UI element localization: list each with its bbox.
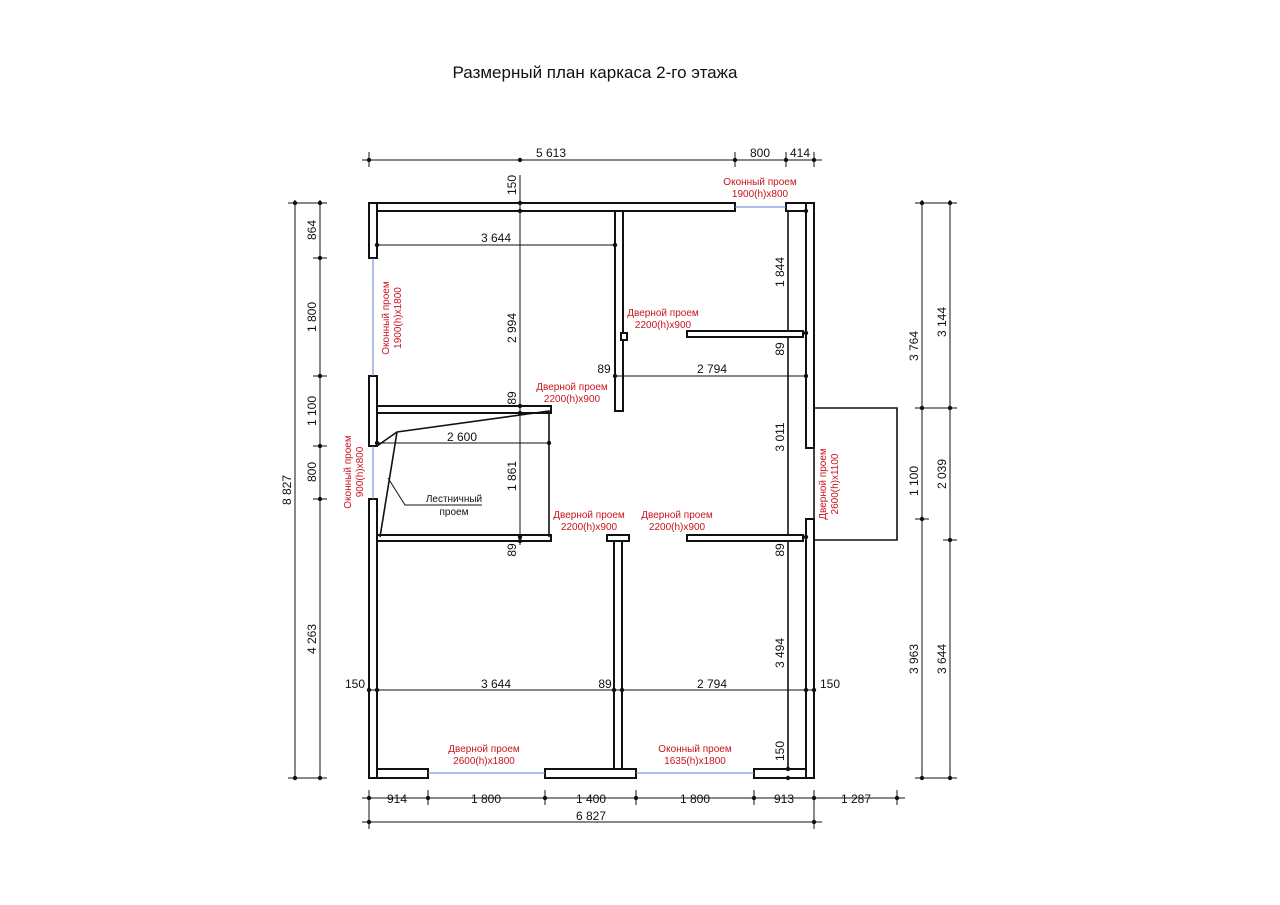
door-bottom-label-2: 2600(h)x1800	[453, 756, 515, 767]
door-d-label-1: Дверной проем	[641, 510, 713, 521]
left-wall-2	[368, 375, 378, 447]
dim-3644-top: 3 644	[481, 231, 511, 245]
dim-bottom-1800b: 1 800	[680, 792, 710, 806]
right-wall-lower	[805, 518, 815, 779]
dim-right-3144: 3 144	[935, 307, 949, 337]
door-d-label-2: 2200(h)x900	[649, 522, 706, 533]
dim-right-3764: 3 764	[907, 331, 921, 361]
plan-title: Размерный план каркаса 2-го этажа	[453, 63, 738, 82]
window-left-label-2: 1900(h)x1800	[393, 287, 404, 349]
dim-2600: 2 600	[447, 430, 477, 444]
dim-top-5613: 5 613	[536, 146, 566, 160]
left-wall-3	[368, 498, 378, 779]
stair-opening-outline	[376, 410, 550, 537]
dim-3494: 3 494	[773, 638, 787, 668]
window-bottom-label-1: Оконный проем	[658, 744, 732, 755]
window-bottom-label-2: 1635(h)x1800	[664, 756, 726, 767]
window-left2-label-1: Оконный проем	[343, 435, 354, 509]
dim-89-stair-bottom: 89	[505, 543, 519, 557]
dim-left-8827: 8 827	[280, 475, 294, 505]
top-wall-left	[368, 202, 736, 212]
stair-opening-diagonal	[379, 431, 398, 538]
door-ext-label-2: 2600(h)x1100	[830, 453, 841, 514]
dim-bottom-6827: 6 827	[576, 809, 606, 823]
door-b-label-1: Дверной проем	[536, 382, 608, 393]
dim-89-upper-right: 89	[773, 342, 787, 356]
dim-1861: 1 861	[505, 461, 519, 491]
dim-left-800: 800	[305, 462, 319, 482]
dim-bottom-913: 913	[774, 792, 794, 806]
door-c-label-1: Дверной проем	[553, 510, 625, 521]
dim-right-2039: 2 039	[935, 459, 949, 489]
dim-2994: 2 994	[505, 313, 519, 343]
dim-150-left: 150	[345, 677, 365, 691]
door-ext-label-1: Дверной проем	[818, 448, 829, 520]
partition-lower-right	[686, 534, 804, 542]
door-bottom-label-1: Дверной проем	[448, 744, 520, 755]
door-a-label-2: 2200(h)x900	[635, 320, 692, 331]
door-c-label-2: 2200(h)x900	[561, 522, 618, 533]
dim-2794-a: 2 794	[697, 362, 727, 376]
window-top-label-2: 1900(h)x800	[732, 189, 789, 200]
dim-150-bottom: 150	[773, 741, 787, 761]
dim-right-3644: 3 644	[935, 644, 949, 674]
dim-150-right: 150	[820, 677, 840, 691]
door-a-label-1: Дверной проем	[627, 308, 699, 319]
window-top-label-1: Оконный проем	[723, 177, 797, 188]
porch-outline	[814, 407, 898, 541]
dim-bottom-1800a: 1 800	[471, 792, 501, 806]
dim-89-horizontal-b: 89	[598, 677, 612, 691]
partition-upper-right	[686, 330, 804, 338]
dim-89-horizontal-a: 89	[597, 362, 611, 376]
dim-1844: 1 844	[773, 257, 787, 287]
dim-bottom-1287: 1 287	[841, 792, 871, 806]
left-wall-1	[368, 202, 378, 259]
dim-89-lower-right: 89	[773, 543, 787, 557]
dimension-dots	[292, 157, 953, 825]
right-wall-upper	[805, 202, 815, 449]
dim-left-1100: 1 100	[305, 396, 319, 426]
dim-left-1800: 1 800	[305, 302, 319, 332]
dim-2794-b: 2 794	[697, 677, 727, 691]
inner-wall-v-lower-cap	[606, 534, 630, 542]
dim-bottom-914: 914	[387, 792, 407, 806]
bottom-wall-2	[544, 768, 637, 779]
dim-top-414: 414	[790, 146, 810, 160]
door-b-label-2: 2200(h)x900	[544, 394, 601, 405]
dim-150-top: 150	[505, 175, 519, 195]
dim-89-stair-top: 89	[505, 391, 519, 405]
partition-stair-bottom	[376, 534, 552, 542]
dimension-labels: 5 613 800 414 150 3 644 2 994 1 844 89 8…	[280, 146, 949, 823]
window-left2-label-2: 900(h)x800	[355, 446, 366, 497]
partition-stair-top	[376, 405, 552, 414]
opening-labels: Оконный проем 1900(h)x800 Оконный проем …	[343, 177, 841, 767]
inner-wall-v-upper	[614, 210, 624, 412]
dim-3011: 3 011	[773, 422, 787, 451]
inner-wall-v-lower	[613, 539, 623, 770]
door-jamb-small	[620, 332, 628, 341]
window-left-label-1: Оконный проем	[381, 281, 392, 355]
stair-label-1: Лестничный	[426, 494, 482, 505]
dim-right-1100: 1 100	[907, 466, 921, 496]
dim-right-3963: 3 963	[907, 644, 921, 674]
dim-top-800: 800	[750, 146, 770, 160]
openings-lines	[372, 206, 786, 774]
stair-label-2: проем	[440, 507, 469, 518]
dim-3644-bottom: 3 644	[481, 677, 511, 691]
dim-left-4263: 4 263	[305, 624, 319, 654]
dim-bottom-1400: 1 400	[576, 792, 606, 806]
dim-left-864: 864	[305, 220, 319, 240]
